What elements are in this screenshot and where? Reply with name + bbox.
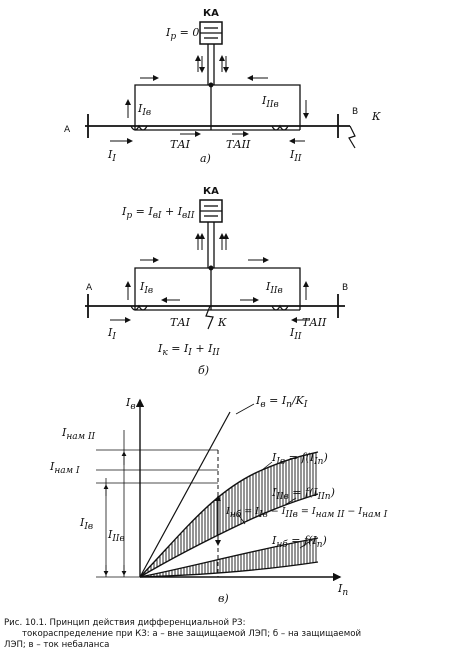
unbalance-formula: Iнб = IIв − IIIв = Iнам II − Iнам I bbox=[225, 506, 388, 520]
diagram-a-labels: КА Iр = 0 А В К ТАI ТАII IIв IIIв II III… bbox=[64, 8, 381, 165]
ct1-b bbox=[130, 304, 148, 311]
fault-current-b: Iк = II + III bbox=[157, 342, 220, 358]
sublabel-a: а) bbox=[200, 152, 211, 165]
i2v-dim-label: IIIв bbox=[107, 528, 125, 544]
hatch-upper bbox=[140, 452, 318, 577]
fault-label-a: К bbox=[371, 110, 381, 123]
y-axis-label: Iв bbox=[125, 396, 136, 412]
bus-a-label-b: А bbox=[86, 283, 93, 293]
ct1-label-b: ТАI bbox=[170, 316, 191, 329]
figure-caption: Рис. 10.1. Принцип действия дифференциал… bbox=[4, 618, 466, 651]
relay-label-a: КА bbox=[203, 8, 219, 19]
ct1-label-a: ТАI bbox=[170, 138, 191, 151]
relay-label-b: КА bbox=[203, 186, 219, 197]
primary-i1-b: II bbox=[107, 326, 116, 342]
curve2-label: IIIв = f(IIIп) bbox=[271, 486, 335, 502]
ct2-label-a: ТАII bbox=[226, 138, 251, 151]
primary-i1-a: II bbox=[107, 148, 116, 164]
curve-inb-bottom bbox=[139, 561, 319, 578]
inam1-label: Iнам I bbox=[49, 460, 80, 476]
x-axis-label: Iп bbox=[337, 582, 348, 598]
ct2-b bbox=[271, 304, 289, 311]
secondary-i1-a: IIв bbox=[137, 102, 151, 118]
bus-a-label-a: А bbox=[64, 125, 71, 135]
bus-b-label-a: В bbox=[352, 107, 358, 117]
secondary-i2-b: IIIв bbox=[265, 280, 283, 296]
caption-line-1: Рис. 10.1. Принцип действия дифференциал… bbox=[4, 618, 246, 628]
bus-b-label-b: В bbox=[342, 283, 348, 293]
unbalance-curve-label: Iнб = f(Iп) bbox=[271, 534, 327, 550]
secondary-i2-a: IIIв bbox=[261, 94, 279, 110]
curve-i2v bbox=[139, 493, 319, 578]
diagram-c bbox=[96, 398, 342, 582]
secondary-i1-b: IIв bbox=[139, 280, 153, 296]
sublabel-c: в) bbox=[218, 592, 229, 605]
primary-i2-b: III bbox=[289, 326, 302, 342]
ideal-label: Iв = Iп/KI bbox=[255, 394, 308, 410]
inam2-label: Iнам II bbox=[61, 426, 96, 442]
relay-current-a: Iр = 0 bbox=[165, 26, 199, 42]
i1v-dim-label: IIв bbox=[79, 516, 93, 532]
ct2-a bbox=[271, 124, 289, 131]
diagram-b-labels: КА Iр = IвI + IвII А В К ТАI ТАII IIв II… bbox=[86, 186, 348, 377]
figure-diagrams: КА Iр = 0 А В К ТАI ТАII IIв IIIв II III… bbox=[49, 8, 388, 605]
curve1-label: IIв = f(IIп) bbox=[271, 451, 328, 467]
ideal-line bbox=[139, 411, 231, 578]
curve-inb-top bbox=[139, 537, 319, 578]
primary-i2-a: III bbox=[289, 148, 302, 164]
ct2-label-b: ТАII bbox=[302, 316, 327, 329]
diagram-c-labels: Iв Iп Iв = Iп/KI IIв = f(IIп) IIIв = f(I… bbox=[49, 394, 388, 605]
caption-line-2: токораспределение при КЗ: а – вне защища… bbox=[22, 629, 362, 639]
fault-label-b: К bbox=[217, 316, 227, 329]
diagram-b bbox=[85, 199, 345, 330]
relay-current-b: Iр = IвI + IвII bbox=[121, 205, 195, 221]
ct1-a bbox=[130, 124, 148, 131]
sublabel-b: б) bbox=[198, 364, 209, 377]
diagram-a bbox=[85, 21, 356, 149]
caption-line-3: ЛЭП; в – ток небаланса bbox=[4, 640, 110, 650]
curve-i1v bbox=[139, 451, 319, 578]
